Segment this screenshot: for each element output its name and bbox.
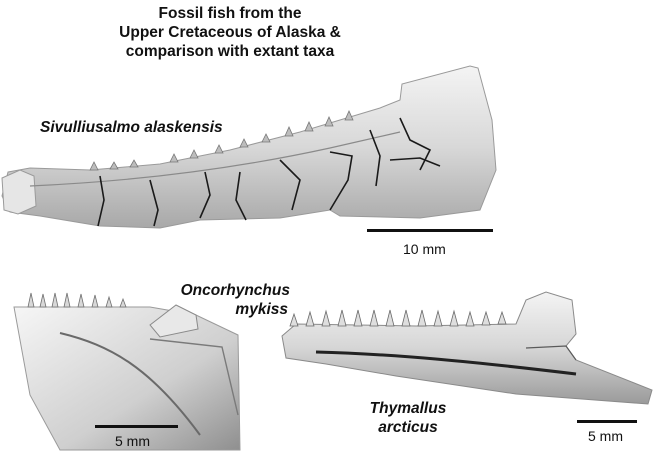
title-line-1: Fossil fish from the bbox=[158, 5, 302, 22]
figure-title: Fossil fish from the Upper Cretaceous of… bbox=[70, 4, 390, 61]
trout-species: mykiss bbox=[235, 301, 288, 318]
fossil-scale-bar bbox=[367, 229, 493, 232]
grayling-scale-label: 5 mm bbox=[588, 428, 623, 444]
grayling-scale-bar bbox=[577, 420, 637, 423]
trout-scale-label: 5 mm bbox=[115, 433, 150, 449]
trout-jaw-image bbox=[13, 292, 241, 451]
trout-species-label: Oncorhynchus mykiss bbox=[160, 281, 290, 319]
grayling-jaw-image bbox=[281, 291, 653, 405]
grayling-genus: Thymallus bbox=[369, 400, 447, 417]
fossil-scale-label: 10 mm bbox=[403, 241, 446, 257]
title-line-3: comparison with extant taxa bbox=[125, 43, 335, 60]
trout-scale-bar bbox=[95, 425, 178, 428]
grayling-species-label: Thymallus arcticus bbox=[365, 399, 451, 437]
fossil-species: alaskensis bbox=[144, 119, 223, 136]
title-line-2: Upper Cretaceous of Alaska & bbox=[119, 24, 341, 41]
grayling-species: arcticus bbox=[378, 419, 438, 436]
trout-genus: Oncorhynchus bbox=[180, 282, 290, 299]
fossil-jaw-image bbox=[1, 65, 497, 229]
fossil-species-label: Sivulliusalmo alaskensis bbox=[40, 118, 223, 137]
fossil-genus: Sivulliusalmo bbox=[40, 119, 140, 136]
